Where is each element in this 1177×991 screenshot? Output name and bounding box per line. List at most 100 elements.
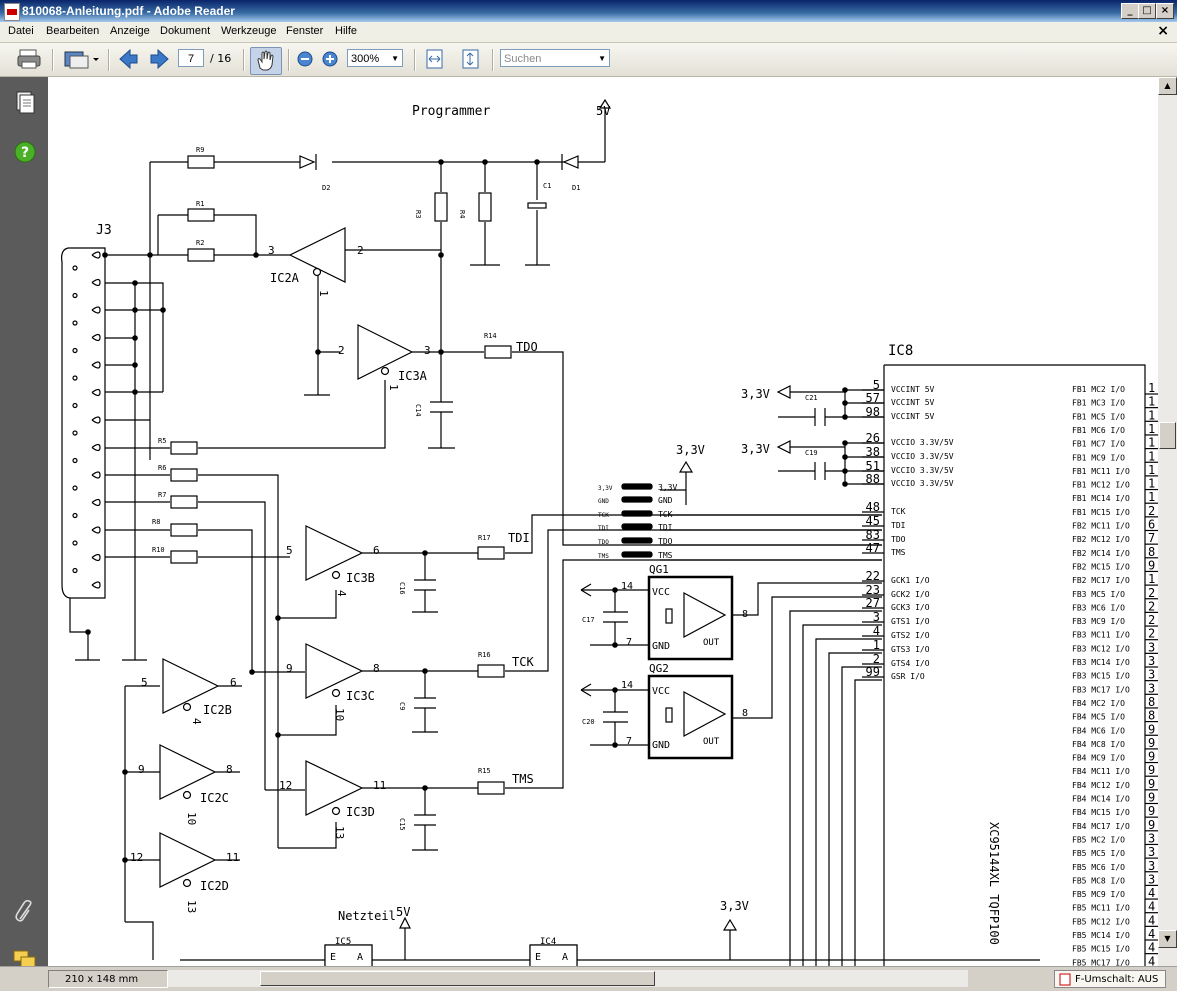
resistor [484,345,512,359]
resistor-label: R10 [152,546,165,554]
scroll-thumb[interactable] [1159,422,1176,449]
toolbar-separator [414,49,416,71]
menu-fenster[interactable]: Fenster [286,25,324,37]
diode-label: D1 [572,184,580,192]
reg-pin-label: A [562,952,568,963]
resistor [477,664,505,678]
chevron-down-icon[interactable]: ▼ [598,54,606,63]
ic8-right-pin-number: 4 [1148,941,1155,955]
connector-pin [72,512,78,519]
pin-number: 2 [357,244,364,257]
ic8-right-pin-name: FB4 MC12 I/O [1072,781,1130,790]
ic8-right-pin-number: 2 [1148,504,1155,518]
junction-dot [422,550,428,556]
connector-pin [72,485,78,491]
ic8-right-pin-number: 2 [1148,586,1155,600]
previous-page-icon[interactable] [118,48,138,70]
resistor [478,192,492,222]
zoom-select[interactable]: 300% ▼ [347,49,403,67]
pages-icon[interactable] [14,91,36,115]
next-page-icon[interactable] [150,48,170,70]
attach-share-icon[interactable] [62,48,100,70]
junction-dot [132,307,138,313]
resistor [170,550,198,564]
menu-datei[interactable]: Datei [8,25,34,37]
zoom-out-icon[interactable] [296,48,314,70]
ic8-right-pin-name: FB3 MC17 I/O [1072,685,1130,694]
programmer-title: Programmer [412,104,490,119]
pin-number: 10 [333,708,346,721]
ic8-right-pin-number: 3 [1148,668,1155,682]
signal-label: TMS [512,772,534,786]
ic8-right-pin-number: 9 [1148,791,1155,805]
connector-pin [72,347,78,354]
capacitor-label: C17 [582,616,595,624]
connector-pin [72,567,78,574]
header-label: TMS [658,551,673,560]
help-icon[interactable]: ? [14,141,36,163]
junction-dot [842,440,848,446]
ic8-right-pin-name: FB1 MC3 I/O [1072,399,1125,408]
toolbar-separator [492,49,494,71]
search-input[interactable]: Suchen ▼ [500,49,610,67]
ic8-right-pin-name: FB5 MC17 I/O [1072,958,1130,966]
ic8-right-pin-number: 4 [1148,900,1155,914]
pin-number: 14 [621,581,633,592]
ic-label: IC3B [346,571,375,585]
pin-number: 4 [190,718,203,725]
maximize-button[interactable]: □ [1138,3,1156,19]
ic8-right-pin-number: 2 [1148,627,1155,641]
horizontal-scroll-thumb[interactable] [260,971,655,986]
osc-pin-label: OUT [703,737,720,747]
gate-triangle [305,525,364,581]
page-number-input[interactable]: 7 [178,49,204,67]
pin-number: 2 [338,344,345,357]
print-icon[interactable] [16,48,44,70]
ic8-right-pin-number: 9 [1148,750,1155,764]
fit-width-icon[interactable] [424,48,446,70]
header-label: TDO [658,537,673,546]
junction-dot [132,335,138,341]
pin-number: 4 [335,590,348,597]
menu-werkzeuge[interactable]: Werkzeuge [221,25,277,37]
ic8-right-pin-number: 9 [1148,777,1155,791]
pin-number: 12 [279,779,292,792]
horizontal-scrollbar[interactable] [168,970,968,987]
ic8-right-pin-name: FB2 MC12 I/O [1072,535,1130,544]
menu-anzeige[interactable]: Anzeige [110,25,150,37]
ic8-pin-name: TMS [891,548,906,557]
zoom-in-icon[interactable] [321,48,339,70]
ic8-right-pin-number: 9 [1148,763,1155,777]
header-label: TCK [658,510,673,519]
resistor [187,208,215,222]
menu-dokument[interactable]: Dokument [160,25,211,37]
resistor-label: R2 [196,239,204,247]
fit-page-icon[interactable] [460,48,482,70]
ic8-right-pin-name: FB2 MC17 I/O [1072,576,1130,585]
ic8-right-pin-name: FB5 MC8 I/O [1072,876,1125,885]
connector-pin [72,320,78,326]
connector-pin [91,498,101,507]
inversion-bubble [312,267,322,277]
close-document-icon[interactable]: × [1157,23,1169,39]
regulator-box [529,944,578,966]
ic8-right-pin-name: FB1 MC9 I/O [1072,453,1125,462]
signal-label: TDI [508,531,530,545]
capacitor-label: C15 [398,818,406,831]
ic8-right-pin-number: 4 [1148,954,1155,966]
ic8-right-pin-number: 3 [1148,654,1155,668]
attachment-paperclip-icon[interactable] [14,899,36,923]
chip-part-number: XC95144XL TQFP100 [987,822,1001,945]
menu-bearbeiten[interactable]: Bearbeiten [46,25,100,37]
menu-hilfe[interactable]: Hilfe [335,25,358,37]
ic8-right-pin-name: FB5 MC15 I/O [1072,945,1130,954]
resistor-label: R14 [484,332,497,340]
resistor-label: R8 [152,518,160,526]
minimize-button[interactable]: _ [1121,3,1139,19]
hand-tool-button[interactable] [250,47,282,75]
vertical-scrollbar[interactable]: ▲ ▼ [1158,77,1177,966]
scroll-up-arrow-icon[interactable]: ▲ [1158,77,1177,95]
scroll-down-arrow-icon[interactable]: ▼ [1158,930,1177,948]
close-window-button[interactable]: × [1156,3,1174,19]
